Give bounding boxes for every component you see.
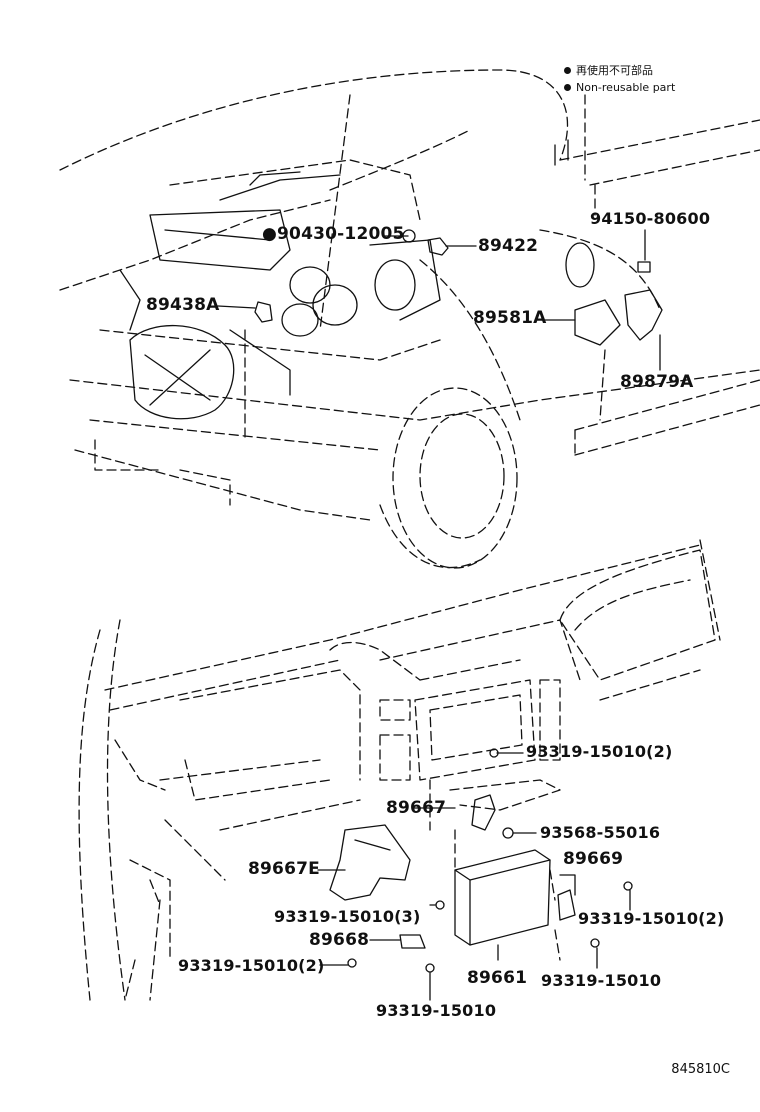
part-label-89667e: 89667E <box>248 859 320 879</box>
legend-row-en: Non-reusable part <box>564 79 675 96</box>
dashboard-drawing <box>78 539 721 1001</box>
part-label-93568-55016: 93568-55016 <box>540 823 661 842</box>
legend-label-en: Non-reusable part <box>576 81 676 94</box>
leader-lines-bottom <box>317 752 631 1001</box>
filled-dot-icon <box>564 84 571 91</box>
part-label-93319-15010-right: 93319-15010(2) <box>578 909 725 928</box>
engine-parts-drawing <box>119 139 595 420</box>
figure-code: 845810C <box>671 1062 730 1077</box>
part-label-89668: 89668 <box>309 930 370 950</box>
part-label-90430-12005: ●90430-12005 <box>262 224 405 244</box>
legend-label-jp: 再使用不可部品 <box>576 64 653 77</box>
part-label-89667: 89667 <box>386 798 447 818</box>
part-label-93319-15010-left: 93319-15010(2) <box>178 956 325 975</box>
part-label-89581a: 89581A <box>473 308 547 328</box>
part-label-93319-15010-top: 93319-15010(2) <box>526 742 673 761</box>
legend-row-jp: 再使用不可部品 <box>564 62 675 79</box>
part-label-89661: 89661 <box>467 968 528 988</box>
part-label-93319-15010-3: 93319-15010(3) <box>274 907 421 926</box>
filled-dot-icon <box>564 67 571 74</box>
engine-bay-drawing <box>59 69 760 569</box>
legend: 再使用不可部品 Non-reusable part <box>564 62 675 96</box>
part-label-93319-15010-bottom-right: 93319-15010 <box>541 971 662 990</box>
part-icons-top <box>254 229 663 346</box>
part-label-89438a: 89438A <box>146 295 220 315</box>
leader-lines-top <box>217 229 661 371</box>
part-label-89879a: 89879A <box>620 372 694 392</box>
part-label-94150-80600: 94150-80600 <box>590 209 711 228</box>
part-label-93319-15010-bottom: 93319-15010 <box>376 1001 497 1020</box>
part-icons-bottom <box>329 748 633 973</box>
part-label-89422: 89422 <box>478 236 539 256</box>
part-label-89669: 89669 <box>563 849 624 869</box>
